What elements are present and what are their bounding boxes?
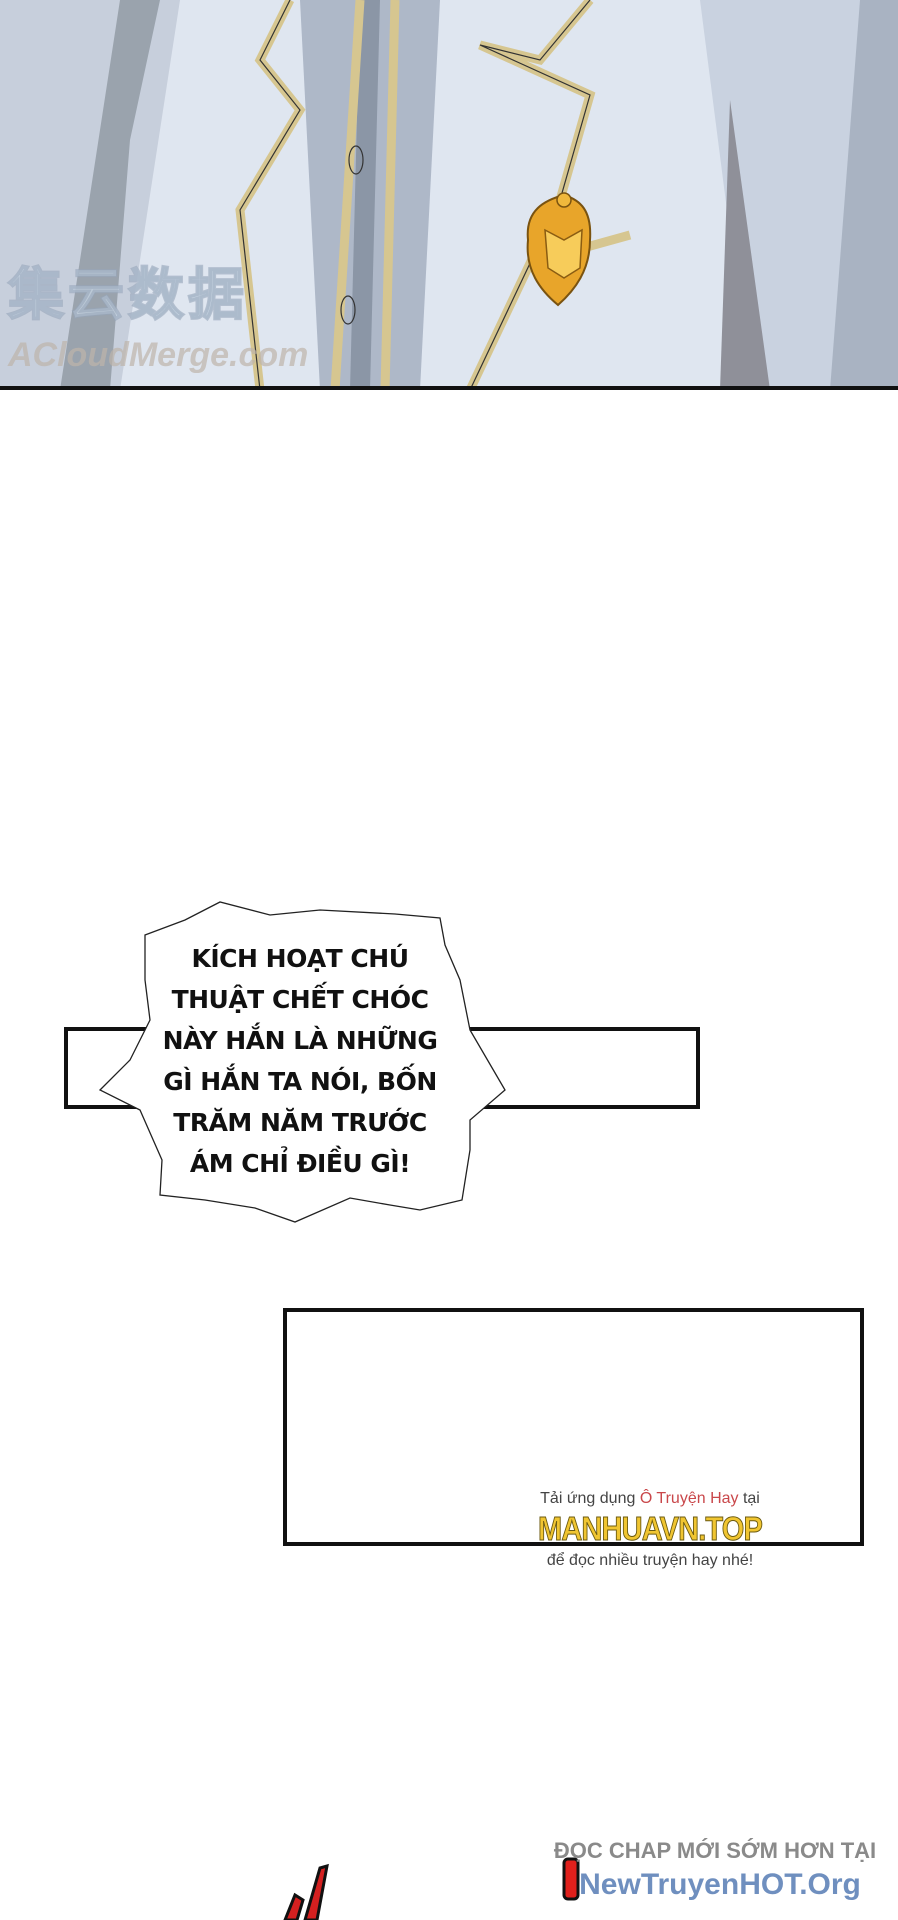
promo-read-chapter: ĐỌC CHAP MỚI SỚM HƠN TẠI [553,1838,877,1863]
top-comic-panel: 集云数据 ACloudMerge.com [0,0,898,390]
brand-logo-manhuavn: MANHUAVN.TOP [538,1510,764,1548]
red-mark-icon [562,1857,580,1901]
promo-site-link[interactable]: NewTruyenHOT.Org [579,1868,861,1901]
golden-crest-badge [526,192,592,307]
watermark-chinese: 集云数据 [7,262,248,329]
bubble-line: NÀY HẮN LÀ NHỮNG [162,1026,438,1055]
bubble-line: TRĂM NĂM TRƯỚC [173,1108,427,1137]
character-uniform-illustration [0,0,898,386]
bubble-line: KÍCH HOẠT CHÚ [191,944,410,973]
empty-panel-frame [283,1308,864,1546]
bubble-line: GÌ HẮN TA NÓI, BỐN [163,1067,437,1096]
red-brush-stroke [283,1863,329,1920]
promo-text: Tải ứng dụng [540,1490,640,1507]
bubble-line: ÁM CHỈ ĐIỀU GÌ! [189,1149,411,1178]
bubble-line: THUẬT CHẾT CHÓC [171,985,429,1014]
promo-tagline: để đọc nhiều truyện hay nhé! [546,1552,754,1569]
promo-text: tại [738,1490,760,1507]
app-name: Ô Truyện Hay [639,1490,739,1507]
watermark-acloudmerge: ACloudMerge.com [8,336,309,374]
speech-bubble-text: KÍCH HOẠT CHÚ THUẬT CHẾT CHÓC NÀY HẮN LÀ… [150,938,450,1184]
app-promo-line: Tải ứng dụng Ô Truyện Hay tại [520,1490,780,1508]
